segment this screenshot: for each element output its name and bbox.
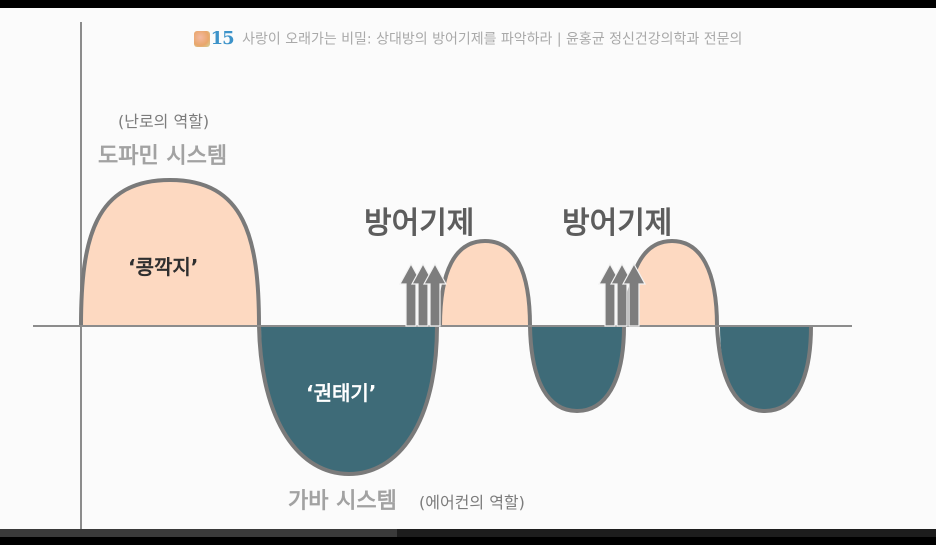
- arrow-up-icon: [621, 262, 647, 327]
- wave-diagram: [33, 22, 852, 535]
- defense-arrows-2: [597, 262, 647, 327]
- hump-defense-up-1: [440, 241, 530, 326]
- hump-kongkkakji: [81, 180, 259, 326]
- slide-title: 사랑이 오래가는 비밀: 상대방의 방어기제를 파악하라 | 윤홍균 정신건강의…: [242, 31, 743, 48]
- slide: 15 사랑이 오래가는 비밀: 상대방의 방어기제를 파악하라 | 윤홍균 정신…: [0, 8, 936, 537]
- arrow-up-icon: [422, 262, 448, 327]
- gwontaegi-label: ‘권태기’: [306, 381, 377, 405]
- gaba-system-label: 가바 시스템: [288, 489, 397, 514]
- hump-defense-up-2: [627, 241, 717, 326]
- logo-badge-icon: [193, 30, 210, 47]
- hump-gwontaegi: [261, 326, 437, 474]
- defense-arrows-1: [398, 262, 448, 327]
- video-progress-fill: [0, 529, 397, 537]
- hump-defense-down-2: [720, 326, 811, 411]
- video-progress-bar[interactable]: [0, 529, 936, 537]
- slide-header: 15 사랑이 오래가는 비밀: 상대방의 방어기제를 파악하라 | 윤홍균 정신…: [0, 28, 936, 49]
- dopamine-system-label: 도파민 시스템: [98, 144, 228, 169]
- defense-mechanism-label-1: 방어기제: [364, 206, 475, 241]
- channel-logo: 15: [193, 28, 235, 49]
- kongkkakji-label: ‘콩깍지’: [128, 255, 199, 279]
- defense-mechanism-label-2: 방어기제: [562, 206, 673, 241]
- bottom-role-label: (에어컨의 역할): [419, 493, 525, 512]
- logo-number: 15: [210, 28, 235, 49]
- hump-defense-down-1: [531, 326, 624, 411]
- top-role-label: (난로의 역할): [118, 112, 210, 131]
